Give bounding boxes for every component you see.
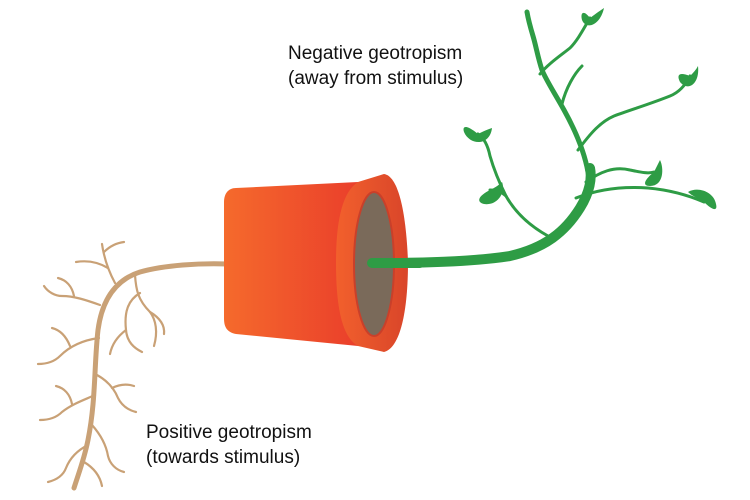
lateral-roots <box>36 240 166 488</box>
leaf <box>479 182 504 205</box>
positive-geotropism-title: Positive geotropism <box>146 422 312 443</box>
leaf <box>463 127 492 143</box>
main-root <box>71 261 231 491</box>
leaf <box>581 8 604 26</box>
leaf <box>645 160 663 186</box>
root-system <box>36 240 231 491</box>
leaves <box>463 8 717 210</box>
negative-geotropism-title: Negative geotropism <box>288 43 463 64</box>
pot-body <box>224 182 358 346</box>
leaf <box>678 66 699 87</box>
negative-geotropism-label: Negative geotropism (away from stimulus) <box>288 41 463 91</box>
shoot-system <box>367 8 717 268</box>
branches <box>476 16 706 238</box>
negative-geotropism-subtitle: (away from stimulus) <box>288 68 464 89</box>
leaf <box>688 189 717 210</box>
positive-geotropism-label: Positive geotropism (towards stimulus) <box>146 420 312 470</box>
positive-geotropism-subtitle: (towards stimulus) <box>146 447 301 468</box>
main-stem <box>367 163 596 268</box>
